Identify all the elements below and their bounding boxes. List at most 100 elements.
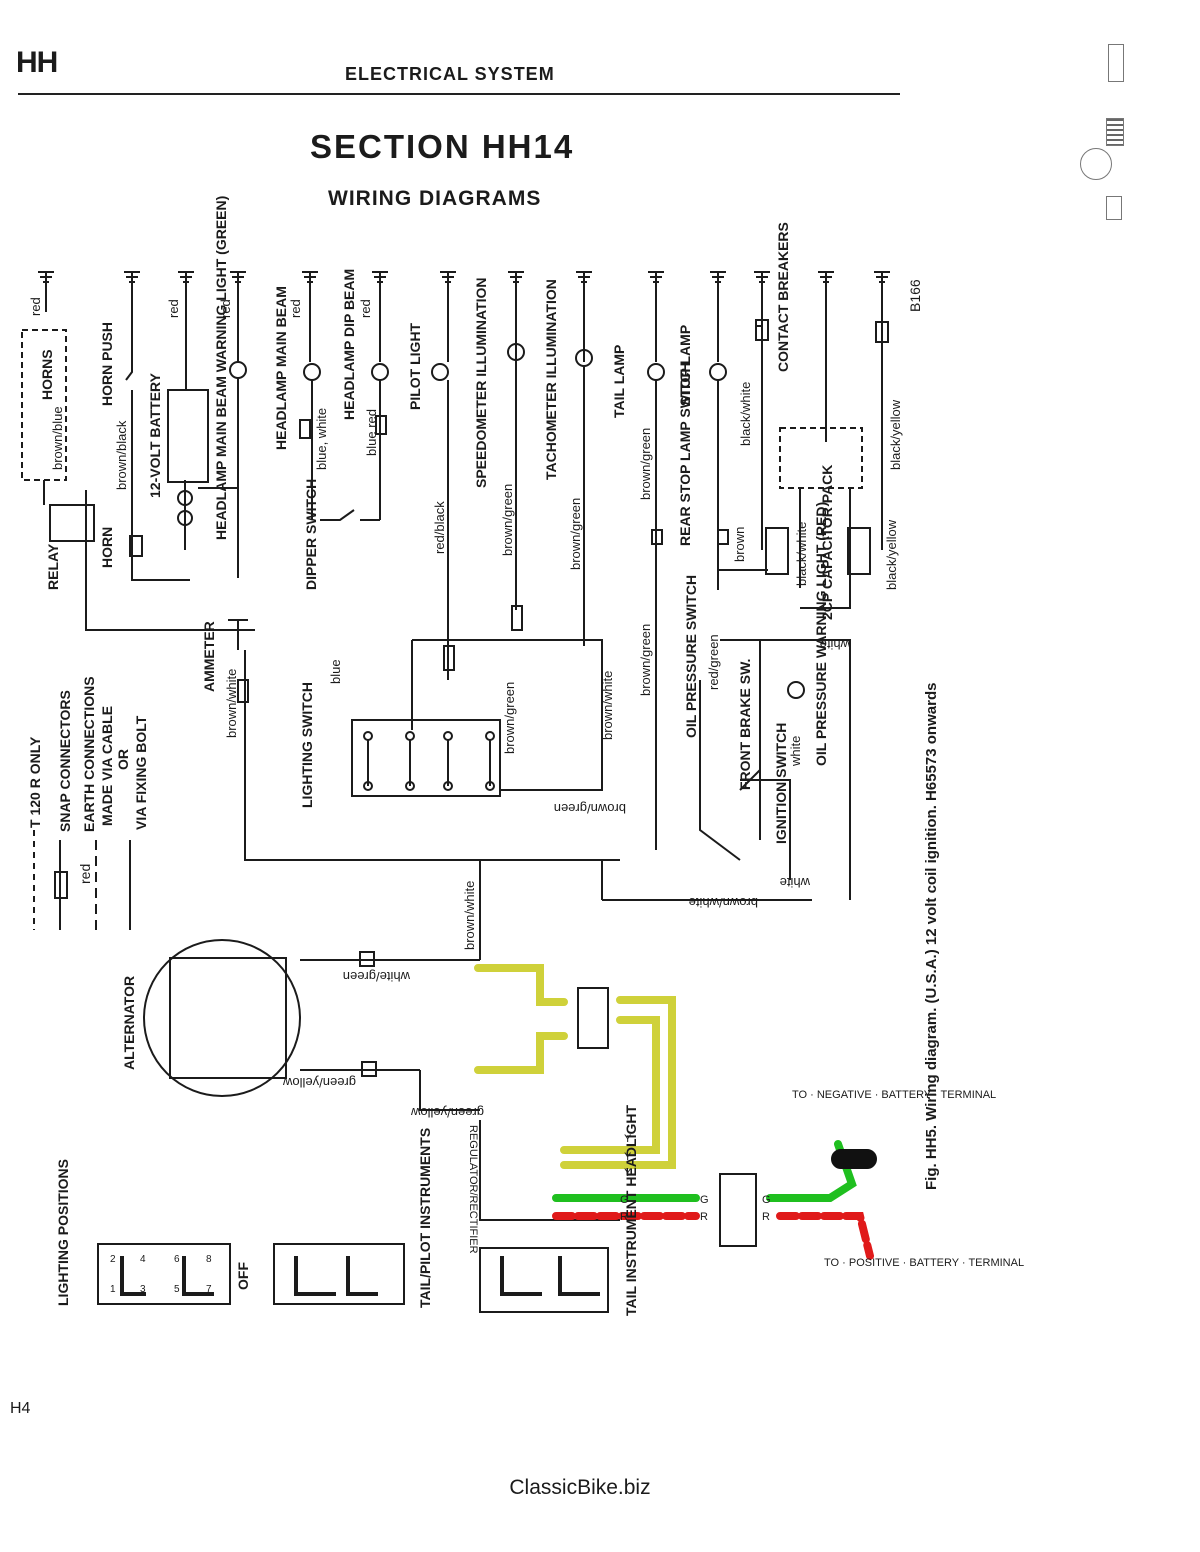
wire-white-green: white/green [343, 969, 411, 984]
fuse-holder [719, 1173, 757, 1247]
negative-terminal-note: TO · NEGATIVE · BATTERY · TERMINAL [792, 1089, 996, 1101]
label-pilot: PILOT LIGHT [407, 322, 423, 410]
wire-brown-white: brown/white [224, 669, 239, 738]
label-oil-warning: OIL PRESSURE WARNING LIGHT (RED) [813, 502, 829, 766]
label-tacho: TACHOMETER ILLUMINATION [543, 279, 559, 480]
wire-brown-green: brown/green [638, 428, 653, 500]
lighting-positions-title: LIGHTING POSITIONS [55, 1159, 71, 1306]
label-contact-breakers: CONTACT BREAKERS [775, 222, 791, 372]
lighting-pos-head-label: TAIL INSTRUMENT HEADLIGHT [623, 1105, 639, 1316]
wire-white: white [820, 637, 851, 652]
terminal-g: G [620, 1194, 629, 1206]
label-dipper: DIPPER SWITCH [303, 479, 319, 590]
wire-red: red [288, 299, 303, 318]
rectifier-box [577, 987, 609, 1049]
wire-black-white: black/white [738, 382, 753, 446]
terminal-y: Y [624, 1133, 632, 1145]
lighting-pos-off [97, 1243, 231, 1305]
section-subtitle: WIRING DIAGRAMS [328, 187, 542, 210]
terminal-y: Y [624, 1167, 632, 1179]
figure-caption: Fig. HH5. Wiring diagram. (U.S.A.) 12 vo… [923, 683, 940, 1190]
label-battery: 12-VOLT BATTERY [147, 372, 163, 498]
wire-black-yellow: black/yellow [888, 399, 903, 470]
switch-terminal: 4 [140, 1254, 146, 1265]
footer-site[interactable]: ClassicBike.biz [509, 1476, 651, 1499]
lighting-pos-tail-pilot-label: TAIL/PILOT INSTRUMENTS [417, 1128, 433, 1308]
margin-ring-icon [1080, 148, 1112, 180]
wire-red-black: red/black [432, 501, 447, 554]
wire-brown-black: brown/black [114, 420, 129, 490]
wire-red: red [358, 299, 373, 318]
wire-red: red [28, 297, 43, 316]
battery-box [167, 389, 209, 483]
wire-brown: brown [732, 527, 747, 562]
ref-code: B166 [907, 279, 923, 312]
wire-blue-red: blue red [364, 409, 379, 456]
wire-white: white [780, 875, 811, 890]
wire-brown-green: brown/green [500, 484, 515, 556]
wire-blue-white: blue, white [314, 408, 329, 470]
label-headlamp-main: HEADLAMP MAIN BEAM [273, 286, 289, 450]
terminal-r: R [620, 1211, 628, 1223]
wire-white: white [788, 736, 803, 767]
terminal-r: R [700, 1211, 708, 1223]
wire-brown-green: brown/green [554, 801, 626, 816]
margin-tab-icon [1108, 44, 1124, 82]
label-ignition-switch: IGNITION SWITCH [773, 723, 789, 844]
lighting-pos-head [479, 1247, 609, 1313]
label-main-beam-warning: HEADLAMP MAIN BEAM WARNING LIGHT (GREEN) [213, 196, 229, 540]
margin-tab-icon [1106, 118, 1124, 146]
wire-brown-blue: brown/blue [50, 406, 65, 470]
label-front-brake: FRONT BRAKE SW. [737, 659, 753, 790]
wire-black-yellow: black/yellow [884, 519, 899, 590]
switch-terminal: 6 [174, 1254, 180, 1265]
alternator-circle [143, 939, 301, 1097]
terminal-g: G [700, 1194, 709, 1206]
lighting-switch [351, 719, 501, 797]
legend-red: red [77, 864, 93, 884]
terminal-y: Y [624, 1151, 632, 1163]
wire-brown-white: brown/white [600, 671, 615, 740]
legend-earth-4: VIA FIXING BOLT [133, 715, 149, 830]
lighting-pos-off-label: OFF [235, 1262, 251, 1290]
label-relay: RELAY [45, 543, 61, 590]
wire-red: red [166, 299, 181, 318]
label-horns: HORNS [39, 349, 55, 400]
yellow-highlight [474, 964, 676, 1169]
lighting-pos-tail-pilot [273, 1243, 405, 1305]
page-number: H4 [10, 1400, 31, 1417]
label-regulator: REGULATOR/RECTIFIER [467, 1125, 479, 1254]
wire-brown-white: brown/white [689, 895, 758, 910]
legend-earth-3: OR [115, 749, 131, 770]
label-tail: TAIL LAMP [611, 345, 627, 418]
label-speedo: SPEEDOMETER ILLUMINATION [473, 277, 489, 488]
switch-terminal: 8 [206, 1254, 212, 1265]
wire-brown-green: brown/green [502, 682, 517, 754]
label-oil-pressure-switch: OIL PRESSURE SWITCH [683, 575, 699, 738]
positive-terminal-note: TO · POSITIVE · BATTERY · TERMINAL [824, 1257, 1024, 1269]
label-capacitor-pack: 2CP CAPACITOR PACK [819, 465, 835, 620]
legend-t120r: T 120 R ONLY [27, 736, 43, 828]
label-stop: STOP LAMP [677, 325, 693, 406]
switch-terminal: 7 [206, 1284, 212, 1295]
horn-symbol [129, 535, 143, 557]
red-highlight [552, 1212, 874, 1260]
switch-terminal: 2 [110, 1254, 116, 1265]
earth-symbols [38, 271, 890, 442]
margin-tab-icon [1106, 196, 1122, 220]
legend-earth-1: EARTH CONNECTIONS [81, 676, 97, 832]
wire-red: red [218, 299, 233, 318]
switch-terminal: 1 [110, 1284, 116, 1295]
wire-green-yellow: green/yellow [282, 1075, 356, 1090]
label-headlamp-dip: HEADLAMP DIP BEAM [341, 269, 357, 420]
page-header-title: ELECTRICAL SYSTEM [345, 64, 555, 84]
label-lighting-switch: LIGHTING SWITCH [299, 682, 315, 808]
terminal-g: G [762, 1194, 771, 1206]
legend-earth-2: MADE VIA CABLE [99, 706, 115, 826]
header-rule [18, 93, 900, 95]
terminal-r: R [762, 1211, 770, 1223]
section-title: SECTION HH14 [310, 128, 575, 165]
wire-black-white: black/white [794, 522, 809, 586]
label-horn-push: HORN PUSH [99, 322, 115, 406]
